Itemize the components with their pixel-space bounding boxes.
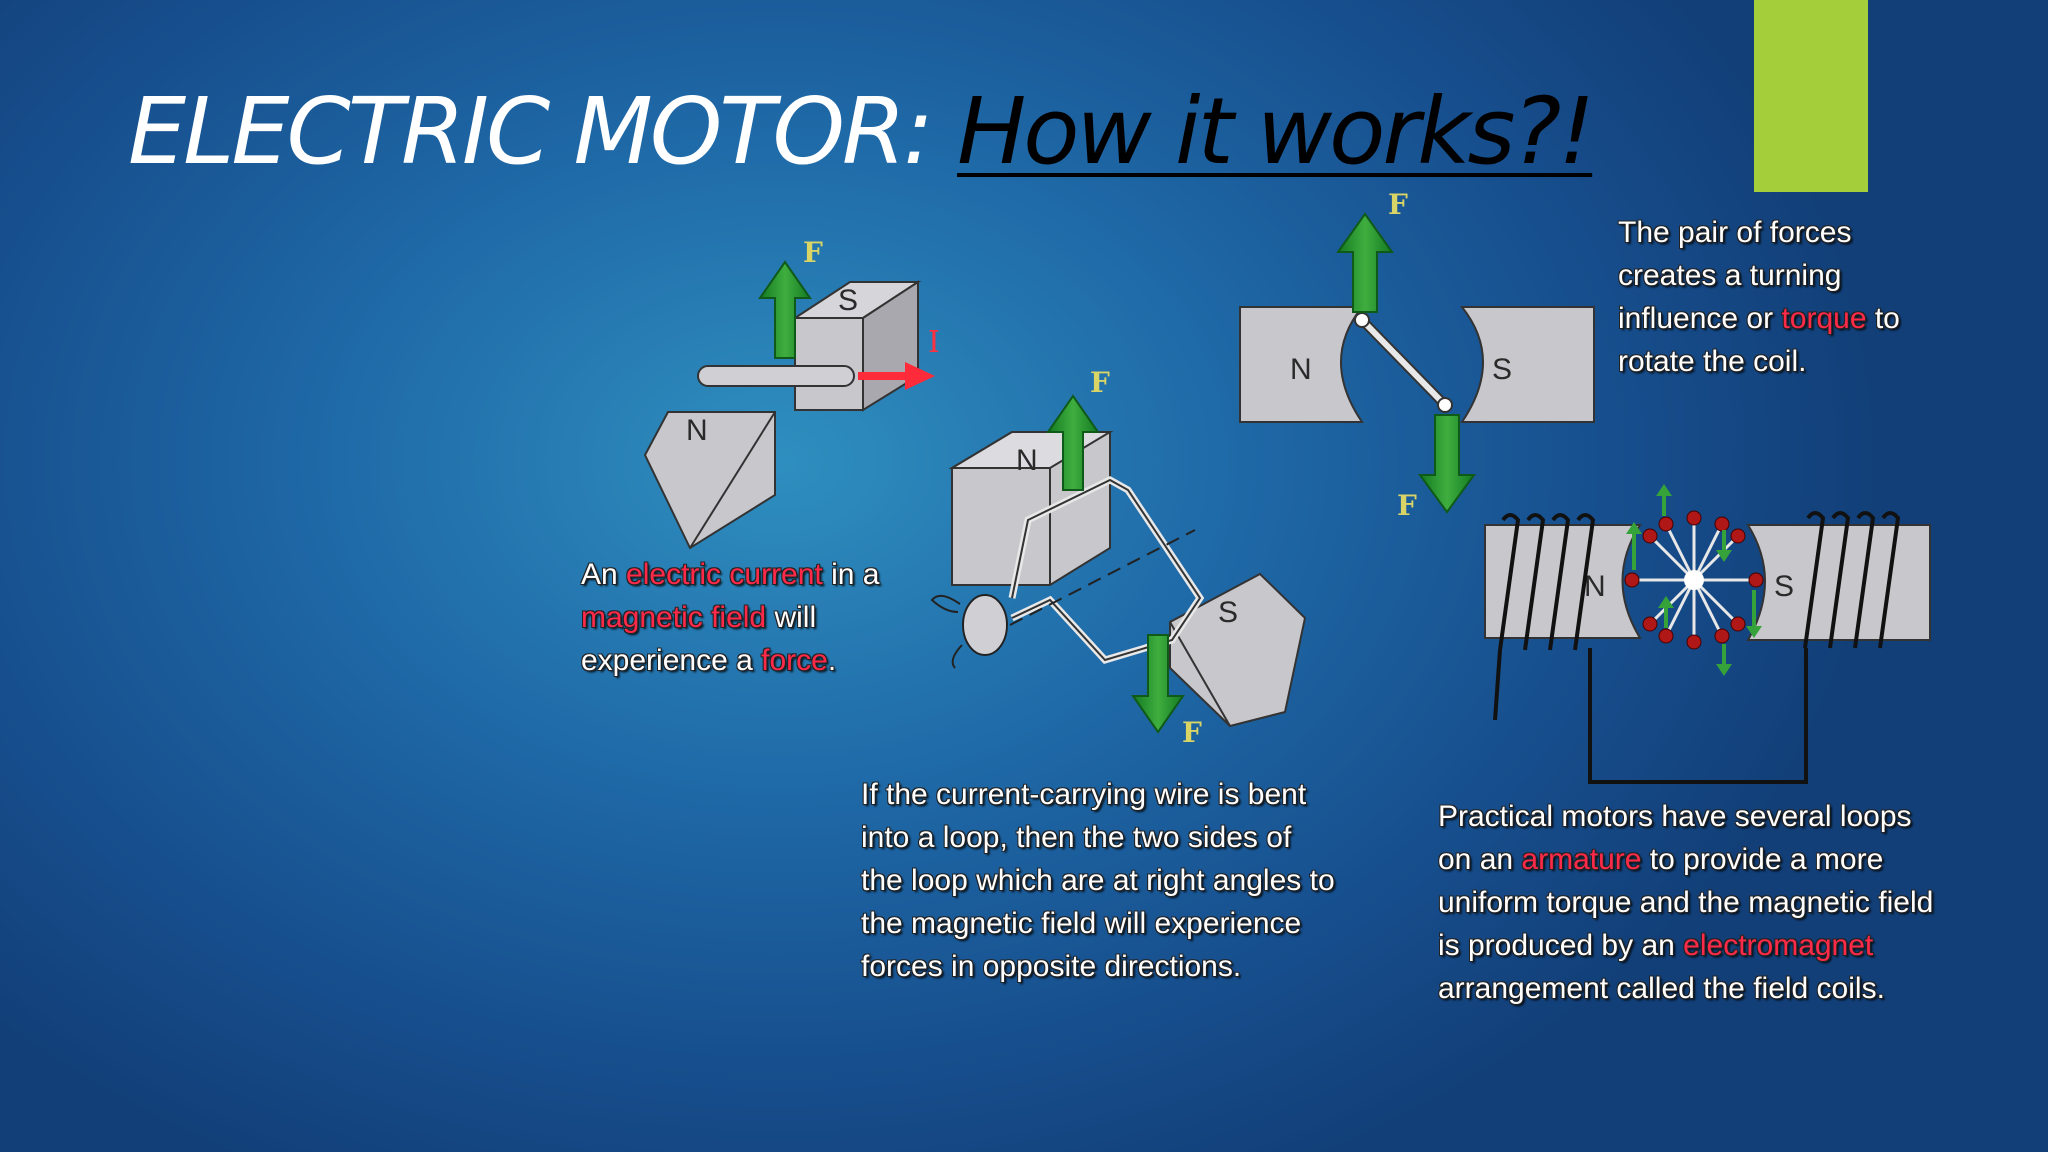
wire-conductor — [697, 365, 855, 387]
caption-torque: The pair of forces creates a turning inf… — [1618, 211, 1948, 383]
force-arrow-up — [758, 260, 812, 359]
caption-loop: If the current-carrying wire is bent int… — [861, 778, 1335, 983]
current-arrow — [858, 362, 935, 390]
caption-practical-text-1: Practical motors have several loops on a… — [1438, 800, 1912, 876]
caption-practical-text-2: to provide a more uniform torque and the… — [1438, 843, 1934, 962]
caption-torque-highlight: torque — [1781, 302, 1867, 335]
pole-label-s-3: S — [1492, 353, 1512, 386]
force-arrow-up-2 — [1046, 394, 1100, 491]
pole-label-s-4: S — [1774, 570, 1794, 603]
caption-force-highlight-current: electric current — [626, 558, 823, 591]
diagram-practical-motor: N S — [1484, 484, 1931, 784]
caption-force-highlight-field: magnetic field — [581, 601, 767, 634]
caption-force-text-2: in a — [822, 558, 880, 591]
field-coil-left — [1493, 513, 1596, 721]
caption-force-text-3: will experience a — [581, 601, 817, 677]
magnet-s-block-front — [794, 317, 864, 411]
coil-pivot-top — [1354, 312, 1370, 328]
pole-label-n-2: N — [1016, 444, 1038, 477]
coil-pivot-bottom — [1437, 397, 1453, 413]
caption-practical-highlight-armature: armature — [1521, 843, 1642, 876]
current-label: I — [928, 325, 940, 360]
diagram-torque: N S F F — [1239, 188, 1595, 522]
force-label: F — [803, 236, 823, 269]
caption-force-text-4: . — [827, 644, 837, 677]
pole-label-n-4: N — [1584, 570, 1606, 603]
caption-practical: Practical motors have several loops on a… — [1438, 795, 1938, 1010]
armature-force-arrows — [1626, 484, 1762, 676]
field-coil-connection-wire — [1588, 648, 1808, 784]
field-coil-right — [1803, 511, 1901, 649]
title-subtitle: How it works?! — [957, 78, 1595, 185]
slide-title: ELECTRIC MOTOR: How it works?! — [128, 78, 1595, 185]
magnet-n-block — [643, 411, 776, 550]
pole-label-n-3: N — [1290, 353, 1312, 386]
force-label-top-2: F — [1090, 366, 1110, 399]
caption-practical-highlight-electromagnet: electromagnet — [1683, 929, 1874, 962]
magnet-s-3 — [1459, 306, 1595, 423]
pole-label-n: N — [686, 414, 708, 447]
diagram-loop: N S F F — [930, 366, 1307, 749]
magnet-s-block-2 — [1169, 572, 1307, 728]
force-label-bottom-2: F — [1182, 716, 1202, 749]
armature-conductors — [1624, 510, 1764, 650]
force-arrow-up-3 — [1336, 212, 1394, 313]
caption-torque-text-1: The pair of forces creates a turning inf… — [1618, 216, 1852, 335]
coil-side — [1359, 317, 1448, 408]
caption-force-text-1: An — [581, 558, 627, 591]
force-label-top-3: F — [1388, 188, 1408, 221]
force-arrow-down-3 — [1418, 414, 1476, 514]
caption-force: An electric current in a magnetic field … — [581, 553, 891, 682]
armature-hub — [1684, 570, 1704, 590]
pole-label-s-2: S — [1218, 596, 1238, 629]
accent-bar — [1754, 0, 1868, 192]
commutator — [962, 594, 1008, 656]
force-arrow-down-2 — [1131, 634, 1185, 734]
magnet-n-edge — [689, 411, 776, 549]
loop-axis — [1009, 529, 1196, 626]
caption-torque-text-2: to rotate the coil. — [1618, 302, 1900, 378]
caption-force-highlight-force: force — [761, 644, 828, 677]
title-main: ELECTRIC MOTOR: — [128, 78, 958, 185]
diagram-straight-wire: S N F I — [643, 236, 940, 550]
caption-practical-text-3: arrangement called the field coils. — [1438, 972, 1885, 1005]
magnet-s-edge-2 — [1169, 621, 1231, 727]
pole-label-s: S — [838, 284, 858, 317]
force-label-bottom-3: F — [1397, 489, 1417, 522]
